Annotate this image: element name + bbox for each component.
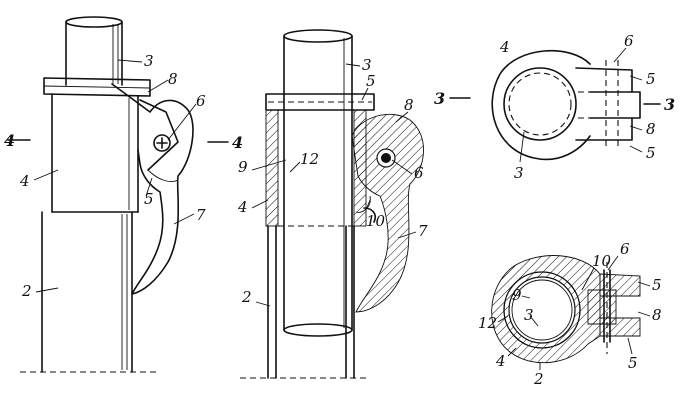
label-4: 4 — [19, 172, 30, 190]
label-4-section-left: 4 — [4, 131, 15, 150]
label-8: 8 — [168, 70, 178, 88]
label-2: 2 — [21, 282, 32, 300]
figure-3-top-view: 4 6 5 3 3 8 5 3 — [434, 32, 675, 182]
label-9: 9 — [512, 286, 522, 304]
label-3-section-left: 3 — [434, 89, 445, 108]
label-10: 10 — [366, 212, 386, 230]
label-8: 8 — [404, 96, 414, 114]
label-4: 4 — [237, 198, 248, 216]
label-3-section-right: 3 — [664, 95, 675, 114]
label-5: 5 — [646, 70, 656, 88]
label-2: 2 — [241, 288, 252, 306]
label-6: 6 — [414, 164, 424, 182]
label-8: 8 — [652, 306, 662, 324]
label-4-section-right: 4 — [232, 133, 243, 152]
label-5: 5 — [646, 144, 656, 162]
label-12: 12 — [478, 314, 497, 332]
label-7: 7 — [418, 222, 428, 240]
label-3: 3 — [362, 56, 372, 74]
label-6: 6 — [624, 32, 634, 50]
label-5: 5 — [628, 354, 638, 372]
label-12: 12 — [300, 150, 319, 168]
label-3: 3 — [524, 306, 534, 324]
label-4: 4 — [495, 352, 506, 370]
label-5: 5 — [652, 276, 662, 294]
label-5: 5 — [144, 190, 154, 208]
label-3: 3 — [144, 52, 154, 70]
label-4: 4 — [499, 38, 510, 56]
label-5: 5 — [366, 72, 376, 90]
figure-1-side-view: 3 8 6 4 4 4 5 7 2 — [4, 16, 243, 373]
label-6: 6 — [196, 92, 206, 110]
label-7: 7 — [196, 206, 206, 224]
figure-4-cross-section: 10 6 5 9 8 12 3 4 2 5 — [478, 240, 662, 388]
label-2: 2 — [533, 370, 544, 388]
label-10: 10 — [592, 252, 612, 270]
label-6: 6 — [620, 240, 630, 258]
label-8: 8 — [646, 120, 656, 138]
label-9: 9 — [238, 158, 248, 176]
label-3: 3 — [514, 164, 524, 182]
figure-2-section-view: 3 5 8 9 12 6 4 10 7 2 — [237, 29, 428, 379]
